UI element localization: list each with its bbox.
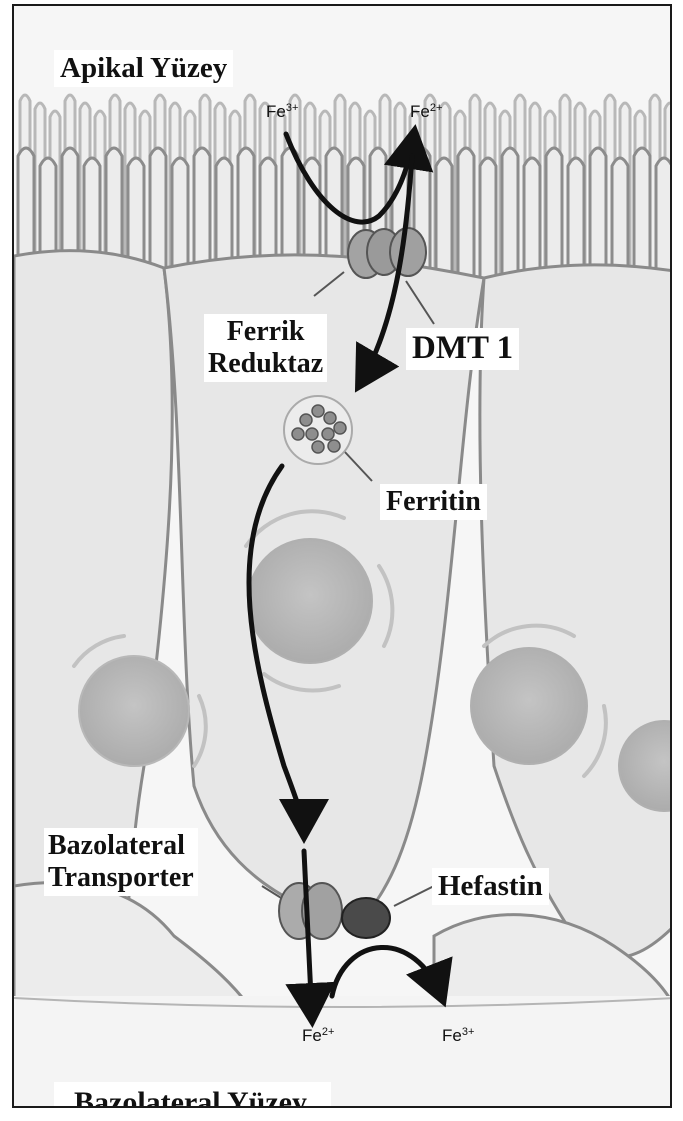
ion-fe2-basal-base: Fe [302, 1026, 322, 1045]
ion-fe3-apical-base: Fe [266, 102, 286, 121]
dmt1-protein [348, 228, 426, 278]
ion-fe3-basal-charge: 3+ [462, 1026, 475, 1038]
enterocyte-illustration [14, 6, 672, 1108]
ion-fe3-apical-charge: 3+ [286, 102, 299, 114]
hephaestin-label: Hefastin [432, 868, 549, 905]
basolateral-surface-label: Bazolateral Yüzey [54, 1082, 331, 1108]
apical-surface-label: Apikal Yüzey [54, 50, 233, 87]
nucleus-right [471, 648, 587, 764]
ion-fe2-basal-charge: 2+ [322, 1026, 335, 1038]
ion-fe2-apical: Fe2+ [410, 102, 442, 122]
microvillus [458, 148, 474, 291]
ion-fe2-basal: Fe2+ [302, 1026, 334, 1046]
ion-fe2-apical-base: Fe [410, 102, 430, 121]
nucleus-center [248, 539, 372, 663]
dmt1-label: DMT 1 [406, 328, 519, 370]
basolateral-transporter-label-line1: Bazolateral [48, 830, 194, 862]
hephaestin-protein [342, 898, 390, 938]
ferric-reductase-label-line2: Reduktaz [208, 348, 323, 380]
microvillus [502, 148, 518, 291]
ferritin-cluster [284, 396, 352, 464]
ion-fe3-basal-base: Fe [442, 1026, 462, 1045]
nucleus-left [79, 656, 189, 766]
ion-fe2-apical-charge: 2+ [430, 102, 443, 114]
diagram-frame: Apikal Yüzey Ferrik Reduktaz DMT 1 Ferri… [12, 4, 672, 1108]
ion-fe3-basal: Fe3+ [442, 1026, 474, 1046]
ferritin-label: Ferritin [380, 484, 487, 520]
basolateral-transporter-label: Bazolateral Transporter [44, 828, 198, 896]
microvillus [480, 158, 496, 291]
ion-fe3-apical: Fe3+ [266, 102, 298, 122]
basolateral-transporter-label-line2: Transporter [48, 862, 194, 894]
basolateral-transporter-protein [279, 883, 342, 939]
ferric-reductase-label: Ferrik Reduktaz [204, 314, 327, 382]
ferric-reductase-label-line1: Ferrik [208, 316, 323, 348]
